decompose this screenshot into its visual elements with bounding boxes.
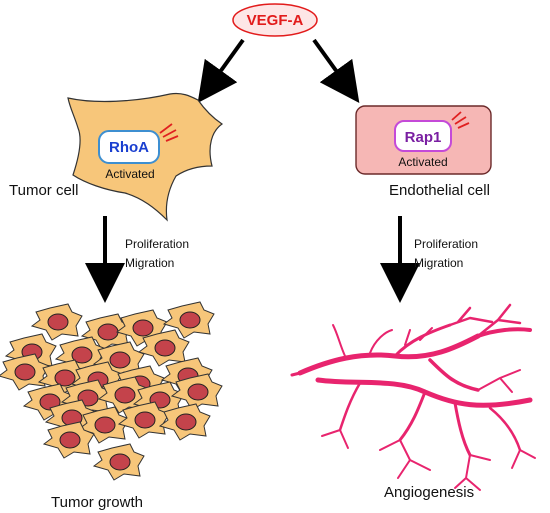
activation-marks-icon bbox=[159, 123, 179, 142]
tumor-cell-small bbox=[92, 443, 145, 481]
tumor-cell-small bbox=[117, 401, 170, 439]
tumor-cell-small bbox=[30, 303, 83, 341]
arrow-to-tumor-cell bbox=[197, 38, 245, 103]
blood-vessel-network bbox=[290, 303, 536, 491]
rhoa-label: RhoA bbox=[109, 139, 149, 156]
left-process-2: Migration bbox=[125, 256, 174, 270]
rhoa-status: Activated bbox=[105, 167, 154, 181]
tumor-cell-small bbox=[158, 403, 211, 441]
tumor-cell-small bbox=[162, 301, 215, 339]
rap1-status: Activated bbox=[398, 155, 447, 169]
tumor-cell-small bbox=[42, 421, 95, 459]
endothelial-cell-label: Endothelial cell bbox=[389, 182, 490, 199]
tumor-cell-label: Tumor cell bbox=[9, 182, 78, 199]
angiogenesis-label: Angiogenesis bbox=[384, 484, 474, 501]
endothelial-cell: Rap1 Activated bbox=[355, 105, 492, 175]
rap1-label: Rap1 bbox=[405, 129, 442, 146]
vegf-a-label: VEGF-A bbox=[247, 12, 304, 29]
activation-marks-icon bbox=[451, 111, 470, 129]
tumor-cell-small bbox=[80, 313, 133, 351]
right-process-2: Migration bbox=[414, 256, 463, 270]
tumor-cell-small bbox=[0, 353, 50, 391]
tumor-cell-small bbox=[137, 329, 190, 367]
arrow-to-endothelial-cell bbox=[312, 38, 360, 103]
vegf-a-node: VEGF-A bbox=[232, 3, 318, 37]
tumor-cell-small bbox=[170, 373, 223, 411]
tumor-cell: RhoA Activated bbox=[67, 92, 224, 222]
right-process-1: Proliferation bbox=[414, 237, 478, 251]
left-process-1: Proliferation bbox=[125, 237, 189, 251]
tumor-growth-label: Tumor growth bbox=[51, 494, 143, 511]
tumor-cell-cluster bbox=[0, 301, 223, 481]
